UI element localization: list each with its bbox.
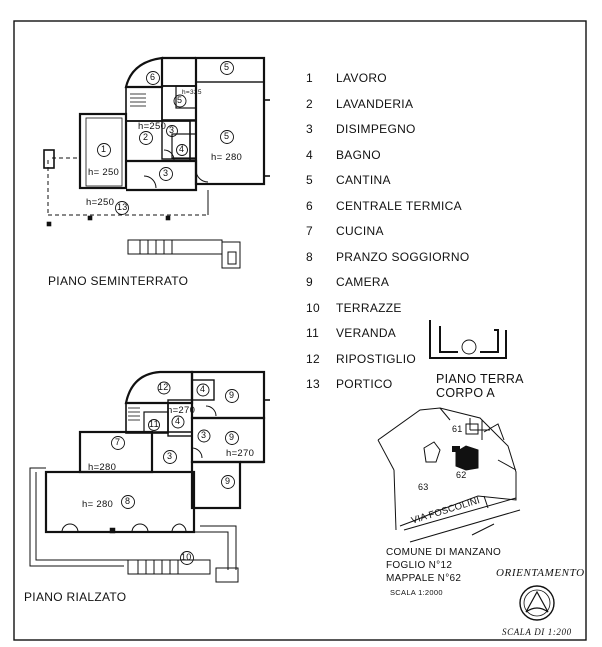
height-label: h= 280 — [82, 499, 114, 510]
parcel-label: 62 — [456, 470, 467, 480]
height-label: h=270 — [226, 448, 255, 459]
scale-label: SCALA DI 1:200 — [502, 627, 572, 637]
orientation-label: ORIENTAMENTO — [496, 567, 585, 579]
room-number: 3 — [167, 451, 173, 461]
cadastre-scale: SCALA 1:2000 — [390, 588, 443, 597]
room-number: 3 — [163, 168, 169, 178]
room-number: 3 — [201, 430, 207, 440]
room-number: 10 — [181, 552, 192, 562]
room-number: 2 — [143, 132, 149, 142]
height-label: h=250 — [86, 197, 115, 208]
sheet-border — [13, 20, 587, 641]
room-number: 4 — [179, 144, 185, 154]
room-number: 13 — [117, 202, 128, 212]
title-seminterrato: PIANO SEMINTERRATO — [48, 274, 189, 288]
room-number: 12 — [158, 382, 169, 392]
height-label: h=325 — [182, 89, 202, 96]
room-number: 4 — [175, 416, 181, 426]
room-number: 11 — [149, 419, 159, 429]
parcel-label: 63 — [418, 482, 429, 492]
rialzato-plan — [29, 370, 270, 583]
title-terra-line2: CORPO A — [436, 386, 496, 400]
room-number: 4 — [200, 384, 206, 394]
room-number: 3 — [169, 125, 175, 135]
height-label: h= 250 — [88, 167, 120, 178]
title-rialzato: PIANO RIALZATO — [24, 590, 127, 604]
height-label: h=270 — [167, 405, 196, 416]
room-number: 9 — [229, 432, 235, 442]
terra-corpo-a-plan — [429, 320, 507, 359]
title-terra-line1: PIANO TERRA — [436, 372, 524, 386]
room-number: 5 — [224, 131, 230, 141]
room-number: 1 — [101, 144, 107, 154]
room-number: 8 — [125, 496, 131, 506]
room-number: 6 — [150, 72, 156, 82]
cadastre-line: MAPPALE N°62 — [386, 573, 462, 584]
cadastre-line: COMUNE DI MANZANO — [386, 547, 502, 558]
parcel-label: 61 — [452, 424, 463, 434]
room-number: 9 — [229, 390, 235, 400]
location-map — [377, 407, 521, 543]
height-label: h= 280 — [211, 152, 243, 163]
room-number: 7 — [115, 437, 121, 447]
seminterrato-plan — [43, 56, 270, 269]
height-label: h=250 — [138, 121, 167, 132]
height-label: h=280 — [88, 462, 117, 473]
north-arrow-icon — [519, 585, 555, 621]
room-number: 5 — [177, 95, 183, 105]
room-number: 9 — [225, 476, 231, 486]
room-number: 5 — [224, 62, 230, 72]
cadastre-line: FOGLIO N°12 — [386, 560, 453, 571]
